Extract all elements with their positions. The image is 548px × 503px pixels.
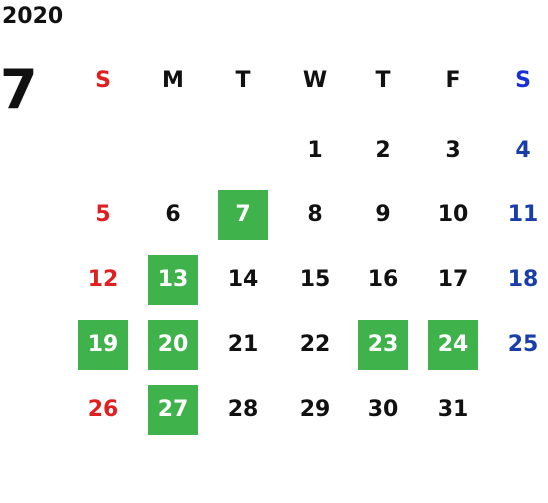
day-cell: 14 bbox=[227, 267, 259, 292]
day-cell: 23 bbox=[358, 320, 408, 370]
day-cell: 29 bbox=[299, 397, 331, 422]
day-cell: 12 bbox=[87, 267, 119, 292]
day-cell: 3 bbox=[445, 138, 461, 163]
day-cell: 7 bbox=[218, 190, 268, 240]
day-cell: 10 bbox=[437, 202, 469, 227]
day-cell: 13 bbox=[148, 255, 198, 305]
day-cell: 18 bbox=[507, 267, 539, 292]
day-cell: 2 bbox=[375, 138, 391, 163]
day-cell: 27 bbox=[148, 385, 198, 435]
day-cell: 22 bbox=[299, 332, 331, 357]
day-cell: 17 bbox=[437, 267, 469, 292]
day-cell: 26 bbox=[87, 397, 119, 422]
day-cell: 30 bbox=[367, 397, 399, 422]
day-cell: 1 bbox=[307, 138, 323, 163]
weekday-mon: M bbox=[162, 68, 184, 93]
calendar-year: 2020 bbox=[2, 4, 64, 29]
weekday-thu: T bbox=[375, 68, 391, 93]
day-cell: 19 bbox=[78, 320, 128, 370]
day-cell: 9 bbox=[375, 202, 391, 227]
day-cell: 25 bbox=[507, 332, 539, 357]
day-cell: 16 bbox=[367, 267, 399, 292]
day-cell: 15 bbox=[299, 267, 331, 292]
day-cell: 20 bbox=[148, 320, 198, 370]
day-cell: 28 bbox=[227, 397, 259, 422]
day-cell: 5 bbox=[95, 202, 111, 227]
calendar-month: 7 bbox=[0, 58, 38, 121]
weekday-wed: W bbox=[302, 68, 328, 93]
day-cell: 4 bbox=[515, 138, 531, 163]
day-cell: 6 bbox=[165, 202, 181, 227]
weekday-tue: T bbox=[235, 68, 251, 93]
weekday-sun: S bbox=[95, 68, 111, 93]
day-cell: 31 bbox=[437, 397, 469, 422]
weekday-sat: S bbox=[515, 68, 531, 93]
day-cell: 8 bbox=[307, 202, 323, 227]
day-cell: 24 bbox=[428, 320, 478, 370]
day-cell: 21 bbox=[227, 332, 259, 357]
day-cell: 11 bbox=[507, 202, 539, 227]
weekday-fri: F bbox=[445, 68, 461, 93]
